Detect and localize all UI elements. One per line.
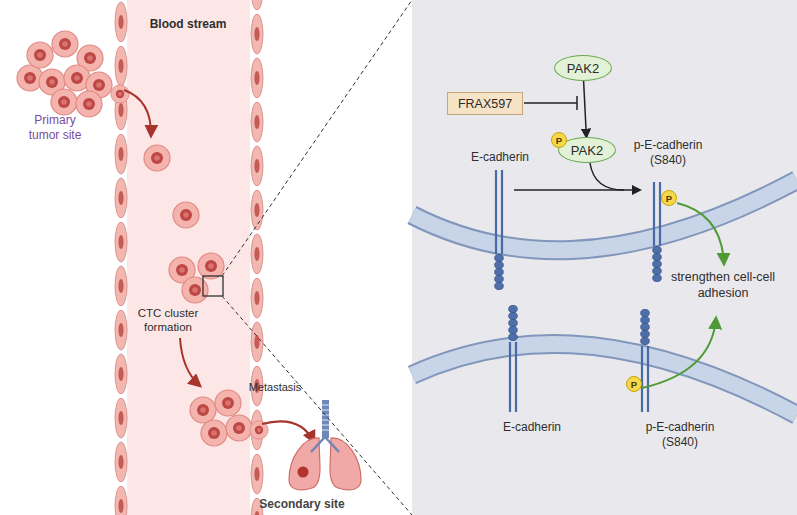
primary-tumor [17, 31, 129, 117]
effect-arrow [642, 318, 716, 388]
kinase-oval: PAK2 P [558, 137, 616, 163]
effect-arrow [677, 203, 724, 264]
vessel-wall [114, 0, 128, 515]
text-label: p-E-cadherin (S840) [632, 420, 728, 450]
zoom-leader [222, 0, 412, 515]
node-text: P [631, 379, 637, 390]
lungs [289, 400, 361, 490]
text-label: E-cadherin [492, 420, 572, 435]
flow-arrow [180, 338, 200, 386]
phospho-circle: P [626, 376, 642, 392]
membrane [412, 344, 797, 415]
activation-arrow [584, 81, 587, 137]
node-text: PAK2 [567, 61, 599, 76]
trachea [322, 400, 329, 438]
ctc-cell [201, 420, 227, 446]
metastatic-lesion [298, 467, 309, 478]
flow-arrow [262, 421, 314, 442]
node-text: P [666, 193, 672, 204]
text-label: Primary tumor site [18, 113, 92, 143]
cell-membranes [412, 180, 797, 415]
tumor-cell [27, 42, 53, 68]
ctc-cell [190, 397, 216, 423]
ctc-cell [226, 415, 252, 441]
text-label: strengthen cell-cell adhesion [660, 270, 786, 301]
cadherin-domains [495, 246, 662, 344]
membrane [412, 180, 797, 250]
ctc-cell [215, 390, 241, 416]
tumor-cell [111, 85, 129, 103]
cadherin-strands [496, 170, 660, 412]
e-cadherin [510, 342, 516, 412]
node-text: FRAX597 [458, 97, 512, 111]
node-text: PAK2 [571, 143, 603, 158]
p-e-cadherin [642, 346, 648, 412]
node-text: P [556, 135, 562, 146]
tumor-cell [52, 31, 78, 57]
membrane [412, 180, 797, 250]
e-cadherin [496, 170, 502, 254]
p-e-cadherin [654, 182, 660, 246]
bronchi [311, 437, 339, 452]
phospho-circle: P [551, 132, 567, 148]
text-label: p-E-cadherin (S840) [620, 138, 716, 168]
inhibitor-box: FRAX597 [447, 92, 523, 115]
ctc-cell [144, 145, 170, 171]
ctc-cell [182, 277, 208, 303]
inhibition-line [524, 96, 577, 110]
kinase-oval: PAK2 [554, 55, 612, 81]
flow-arrow [124, 90, 151, 136]
text-label: CTC cluster formation [128, 306, 208, 335]
kinase-link [590, 163, 624, 190]
zoom-panel [412, 0, 797, 515]
tumor-cell [51, 89, 77, 115]
text-label: E-cadherin [460, 150, 540, 165]
text-label: Blood stream [138, 17, 238, 32]
phospho-circle: P [661, 190, 677, 206]
membrane [412, 344, 797, 415]
tumor-cell [76, 91, 102, 117]
text-label: Secondary site [252, 497, 352, 512]
ctc-cell [198, 253, 224, 279]
ctc-cell [173, 202, 199, 228]
text-label: Metastasis [240, 381, 310, 395]
zoom-box [203, 276, 223, 296]
